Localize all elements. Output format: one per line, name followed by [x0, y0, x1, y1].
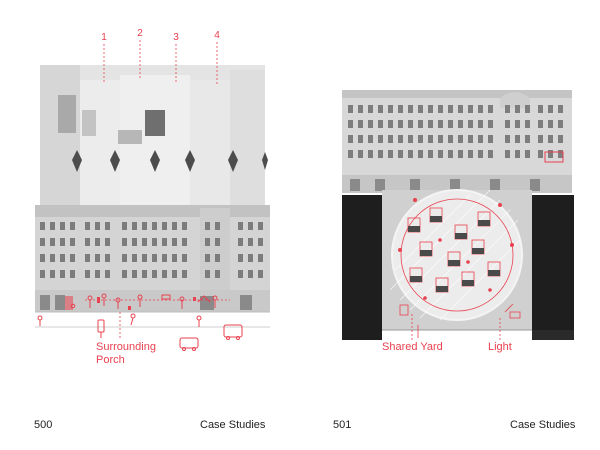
callout-marker-1: 1: [101, 32, 107, 43]
callout-marker-2: 2: [137, 28, 143, 39]
page-number: 501: [333, 419, 352, 431]
section-title: Case Studies: [200, 419, 266, 431]
shared-yard-plan-drawing: [342, 90, 574, 340]
right-page: Shared Yard Light 501 Case Studies: [300, 0, 600, 450]
surrounding-porch-label-line2: Porch: [96, 354, 125, 366]
surrounding-porch-label: Surrounding Porch: [96, 341, 156, 367]
light-label: Light: [488, 341, 512, 353]
shared-yard-label: Shared Yard: [382, 341, 443, 353]
callout-marker-4: 4: [214, 30, 220, 41]
left-page: 1 2 3 4 Surrounding Porch 500 Case Studi…: [34, 28, 270, 431]
callout-marker-3: 3: [173, 32, 179, 43]
surrounding-porch-label-line1: Surrounding: [96, 341, 156, 353]
section-title: Case Studies: [510, 419, 576, 431]
page-number: 500: [34, 419, 53, 431]
porch-axonometric-drawing: [35, 40, 270, 351]
